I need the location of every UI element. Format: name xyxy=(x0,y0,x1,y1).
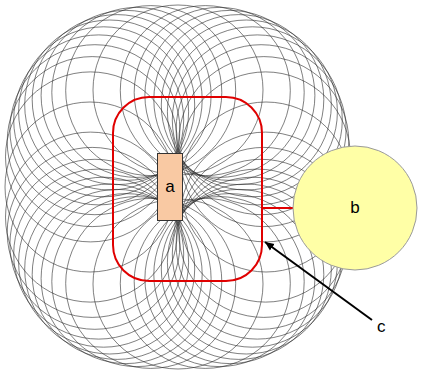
callout-letter: c xyxy=(377,318,386,337)
field-line xyxy=(120,198,290,368)
field-line xyxy=(10,45,180,215)
field-line xyxy=(6,132,176,302)
field-line xyxy=(5,102,175,272)
field-line xyxy=(120,6,290,176)
node-label: b xyxy=(350,199,359,218)
node-label: a xyxy=(165,178,174,197)
field-line xyxy=(134,7,304,177)
field-line xyxy=(41,194,211,364)
conductor-box: a xyxy=(157,153,183,221)
meter-circle: b xyxy=(292,145,418,271)
field-line xyxy=(41,10,211,180)
circle-shape xyxy=(293,146,417,270)
field-line xyxy=(7,147,177,317)
field-line xyxy=(66,198,236,368)
loop-wire xyxy=(262,207,294,209)
field-line xyxy=(10,159,180,329)
field-line xyxy=(66,6,236,176)
field-line xyxy=(52,7,222,177)
conductor-loop xyxy=(113,97,262,281)
